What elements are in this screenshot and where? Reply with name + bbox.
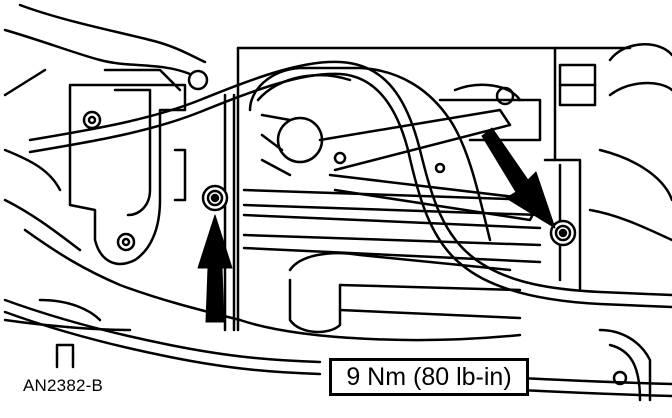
arrow-down-right-icon — [481, 127, 556, 229]
left-bracket — [68, 68, 209, 266]
right-door-structure — [543, 43, 672, 402]
wiring-harness — [3, 60, 672, 398]
regulator-frame — [236, 46, 632, 332]
torque-spec-label: 9 Nm (80 lb-in) — [329, 358, 529, 396]
figure-id-label: AN2382-B — [23, 376, 104, 395]
fastener-right — [549, 219, 577, 247]
latch-rod — [173, 93, 236, 332]
arrow-up-icon — [197, 214, 233, 323]
door-frame-left — [3, 3, 242, 332]
motor-drum — [238, 251, 522, 342]
channel-rails — [242, 188, 542, 264]
fastener-left — [201, 184, 229, 212]
bottom-left-tab — [55, 343, 75, 369]
